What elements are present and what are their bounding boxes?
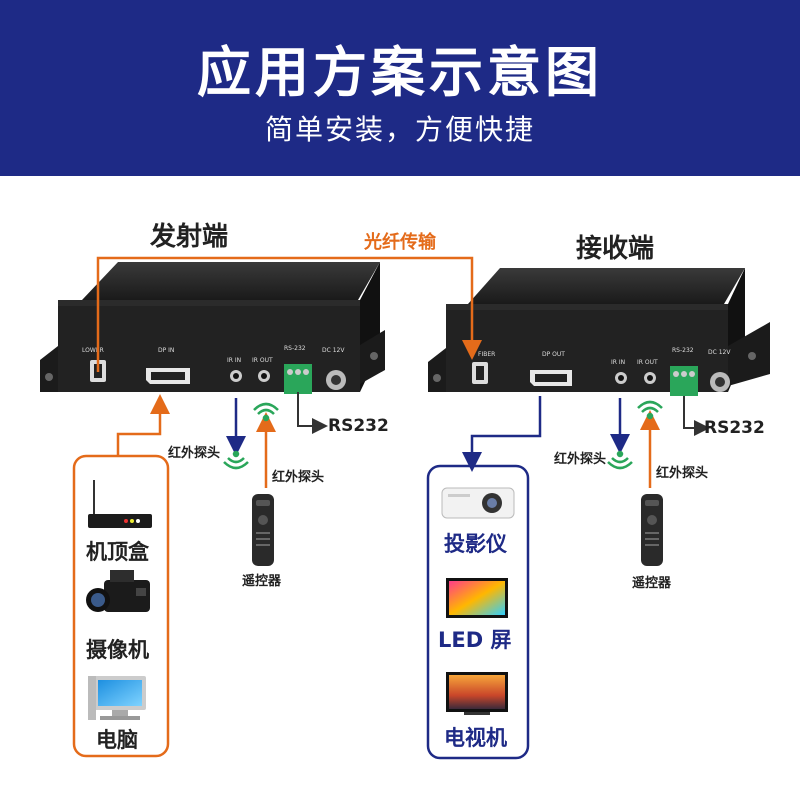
page-subtitle: 简单安装，方便快捷 <box>264 113 535 146</box>
tx-rs232-arrow <box>297 392 328 434</box>
transmitter-device: LOWER DP IN IR IN IR OUT RS-232 DC 12V <box>40 262 385 394</box>
header-banner: 应用方案示意图 简单安装，方便快捷 <box>0 0 800 176</box>
receiver-label: 接收端 <box>576 234 655 264</box>
rx-remote-label: 遥控器 <box>632 576 672 591</box>
svg-text:IR OUT: IR OUT <box>252 357 273 364</box>
tv-icon <box>446 672 508 715</box>
rx-remote-icon <box>641 494 663 566</box>
fiber-link-line <box>96 256 482 372</box>
rx-rs232-label: RS232 <box>704 418 765 438</box>
computer-icon <box>88 676 146 720</box>
projector-icon <box>441 487 515 519</box>
tx-ir-label-right: 红外探头 <box>272 470 325 485</box>
svg-text:IR OUT: IR OUT <box>637 359 658 366</box>
tx-remote-label: 遥控器 <box>242 574 282 589</box>
svg-text:IR IN: IR IN <box>611 359 625 366</box>
svg-text:IR IN: IR IN <box>227 357 241 364</box>
svg-text:LOWER: LOWER <box>82 347 104 354</box>
display-item-projector: 投影仪 <box>444 532 507 556</box>
display-item-tv: 电视机 <box>444 726 507 750</box>
rx-ir-wave-icon <box>607 400 663 470</box>
set-top-box-icon <box>88 480 152 528</box>
display-panel <box>426 464 530 760</box>
receiver-device: FIBER DP OUT IR IN IR OUT RS-232 DC 12V <box>428 268 770 396</box>
fiber-link-label: 光纤传输 <box>364 232 436 253</box>
svg-text:DC 12V: DC 12V <box>708 349 731 356</box>
rx-ir-label-left: 红外探头 <box>554 452 607 467</box>
svg-text:RS-232: RS-232 <box>284 345 306 352</box>
svg-text:FIBER: FIBER <box>478 351 495 358</box>
svg-text:DP IN: DP IN <box>158 347 174 354</box>
tx-remote-icon <box>252 494 274 566</box>
rx-rs232-arrow <box>683 396 710 436</box>
tx-rs232-label: RS232 <box>328 416 389 436</box>
led-screen-icon <box>446 578 508 618</box>
source-item-camera: 摄像机 <box>86 638 149 662</box>
camera-icon <box>86 570 150 612</box>
source-item-stb: 机顶盒 <box>86 540 149 564</box>
svg-text:DP OUT: DP OUT <box>542 351 565 358</box>
tx-ir-wave-icon <box>223 402 279 470</box>
page-title: 应用方案示意图 <box>197 41 603 104</box>
display-link-line <box>462 396 542 472</box>
svg-text:DC 12V: DC 12V <box>322 347 345 354</box>
display-item-led: LED 屏 <box>438 628 512 652</box>
source-link-line <box>116 394 170 456</box>
source-panel <box>72 454 170 758</box>
rx-ir-label-right: 红外探头 <box>656 466 709 481</box>
svg-text:RS-232: RS-232 <box>672 347 694 354</box>
tx-ir-label-left: 红外探头 <box>168 446 221 461</box>
transmitter-label: 发射端 <box>150 222 229 252</box>
source-item-computer: 电脑 <box>96 728 138 752</box>
